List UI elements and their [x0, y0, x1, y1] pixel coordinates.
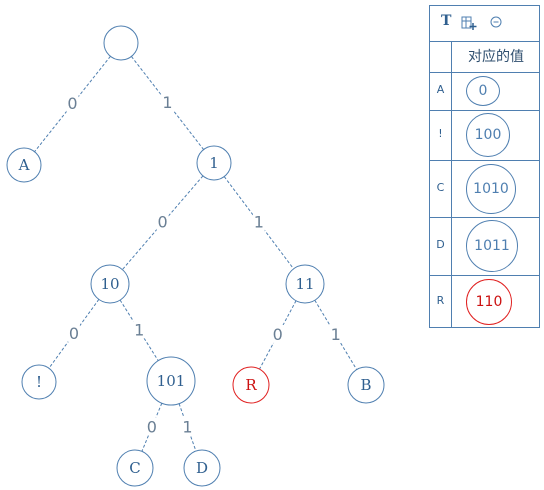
edge-label: 1: [134, 320, 144, 339]
node-circle: [183, 449, 221, 487]
node-label: 1: [209, 154, 219, 172]
row-value-bubble[interactable]: 100: [466, 113, 510, 157]
tree-node[interactable]: A: [6, 147, 42, 183]
edge-label: 0: [147, 417, 157, 436]
edge-label-bg: [66, 94, 79, 112]
row-separator: [430, 160, 539, 161]
row-key: R: [436, 293, 445, 307]
node-circle: [116, 449, 154, 487]
row-separator: [430, 217, 539, 218]
node-label: C: [129, 459, 140, 477]
node-circle: [6, 147, 42, 183]
edge-label: 0: [69, 324, 79, 343]
row-value-bubble[interactable]: 0: [466, 76, 500, 106]
edge-label-bg: [271, 324, 284, 343]
edge-label-bg: [329, 324, 342, 343]
row-key: A: [436, 83, 445, 96]
edge-label-bg: [133, 320, 146, 339]
value-column-header: 对应的值: [468, 49, 524, 65]
node-circle: [21, 364, 57, 400]
edge-label-bg: [145, 417, 158, 436]
row-key: D: [436, 238, 445, 251]
node-label: B: [360, 376, 371, 394]
tree-node[interactable]: R: [232, 366, 270, 404]
node-circle: [146, 356, 196, 406]
node-circle: [103, 25, 139, 61]
edge-label: 0: [273, 325, 283, 344]
text-tool-button[interactable]: T: [441, 13, 452, 29]
panel-toolbar: T: [430, 6, 539, 42]
tree-node[interactable]: 10: [90, 264, 130, 304]
node-label: R: [245, 376, 257, 394]
edge-label-bg: [181, 417, 194, 436]
edge-label: 1: [182, 417, 192, 436]
minus-circle-icon[interactable]: [489, 15, 503, 33]
tree-node[interactable]: 1: [196, 145, 232, 181]
edge-label-bg: [67, 323, 80, 342]
tree-node[interactable]: 11: [285, 264, 325, 304]
edge-label: 0: [67, 94, 77, 113]
node-circle: [347, 366, 385, 404]
node-label: 11: [295, 275, 314, 293]
row-value-bubble[interactable]: 110: [466, 278, 512, 325]
node-label: 10: [100, 275, 119, 293]
tree-node[interactable]: !: [21, 364, 57, 400]
node-circle: [232, 366, 270, 404]
edge-label-bg: [156, 212, 169, 231]
edge-label-bg: [252, 212, 265, 231]
node-label: D: [196, 459, 208, 477]
edge-label: 1: [254, 213, 264, 232]
node-circle: [90, 264, 130, 304]
tree-node[interactable]: 101: [146, 356, 196, 406]
tree-node[interactable]: B: [347, 366, 385, 404]
tree-edge: [259, 300, 297, 370]
row-separator: [430, 275, 539, 276]
row-separator: [430, 72, 539, 73]
tree-node[interactable]: C: [116, 449, 154, 487]
row-value-bubble[interactable]: 1010: [466, 163, 516, 214]
row-key: C: [436, 180, 445, 194]
edge-label-bg: [161, 93, 174, 111]
node-label: !: [36, 373, 42, 391]
edge-label: 1: [331, 325, 341, 344]
node-label: 101: [157, 372, 186, 390]
node-label: A: [18, 156, 30, 174]
node-circle: [285, 264, 325, 304]
row-key: !: [438, 127, 443, 140]
row-value-bubble[interactable]: 1011: [466, 220, 518, 272]
edge-label: 0: [158, 213, 168, 232]
tree-node[interactable]: [103, 25, 139, 61]
edge-label: 1: [162, 93, 172, 112]
column-divider: [451, 42, 452, 328]
tree-node[interactable]: D: [183, 449, 221, 487]
node-circle: [196, 145, 232, 181]
row-separator: [430, 110, 539, 111]
table-add-icon[interactable]: [461, 15, 477, 35]
